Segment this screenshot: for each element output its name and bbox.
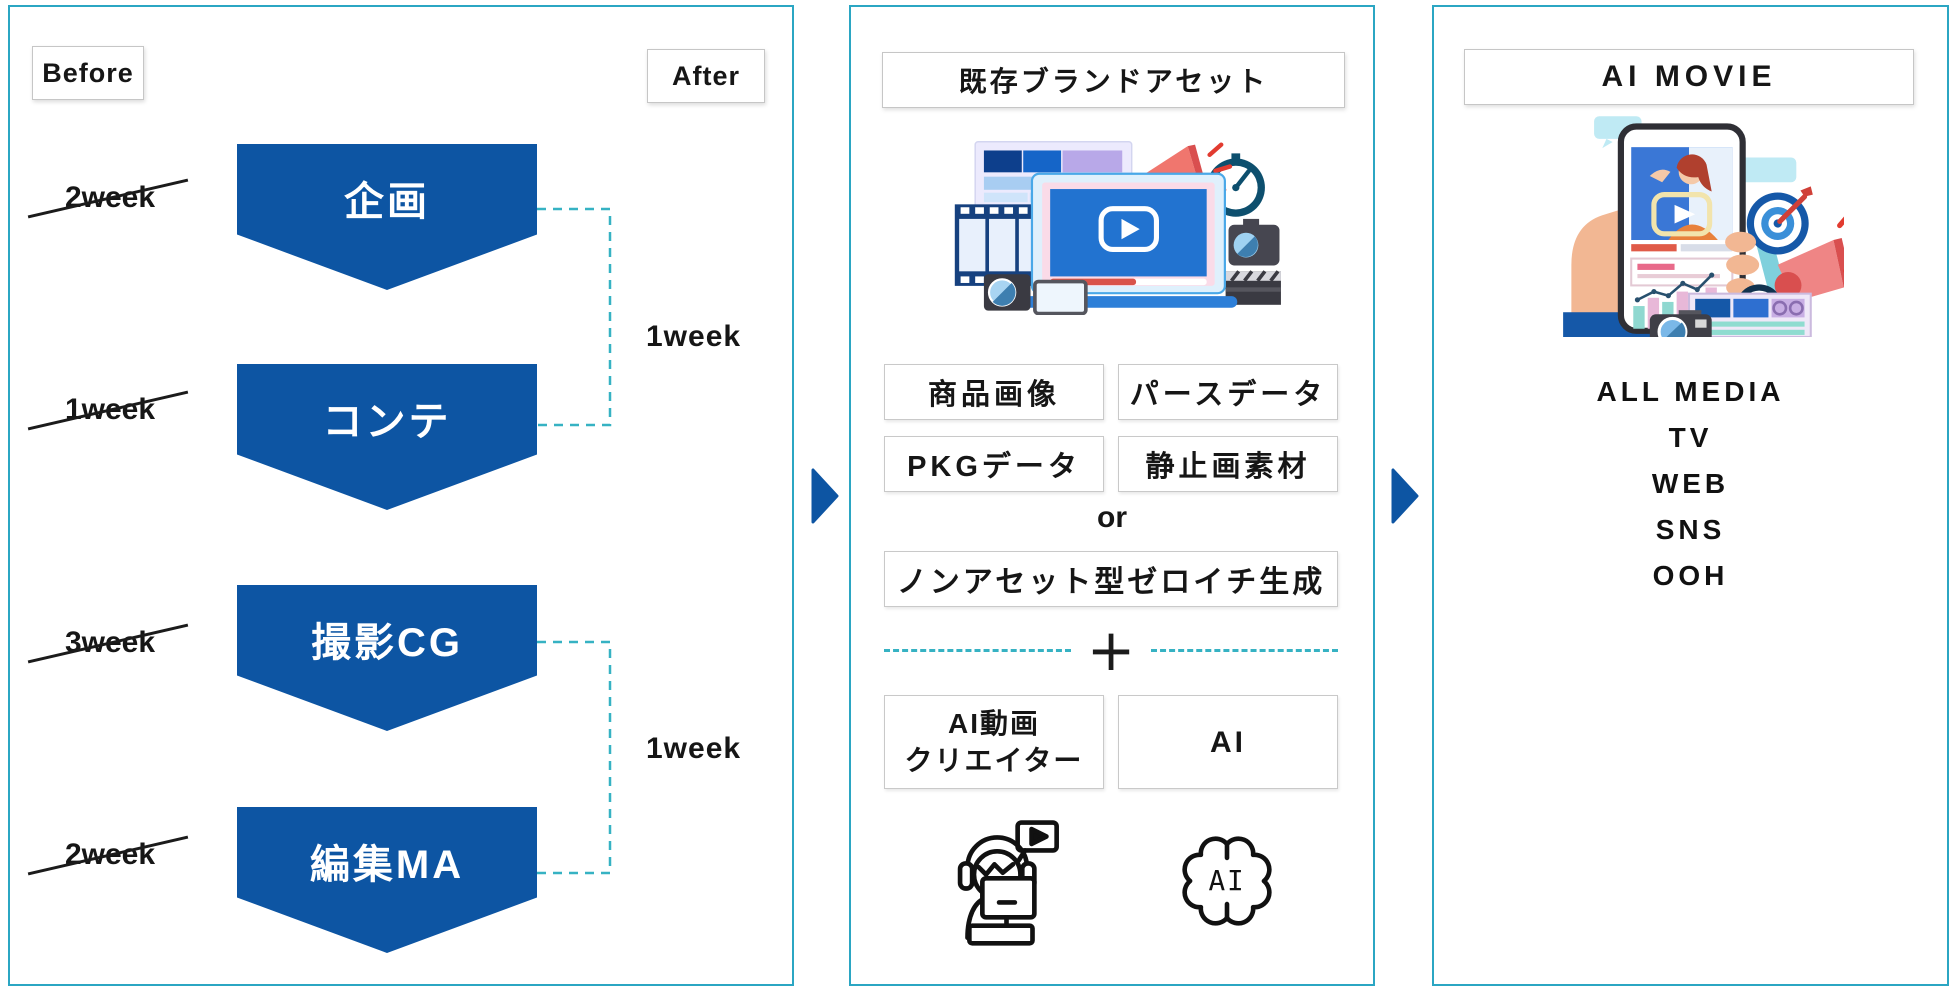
step-label: 編集MA (309, 843, 465, 887)
ai-video-creator-box: AI動画 クリエイター (884, 695, 1104, 789)
brand-assets-panel: 既存ブランドアセット (849, 5, 1375, 986)
video-creator-icon (957, 820, 1059, 946)
megaphone-icon (1774, 216, 1844, 302)
camera-icon (1649, 310, 1712, 337)
compact-camera-icon (983, 274, 1031, 311)
asset-box-perspective-data: パースデータ (1118, 364, 1338, 420)
ai-movie-header-box: AI MOVIE (1464, 49, 1914, 105)
tablet-icon (1033, 279, 1088, 315)
step-chevron-editing-ma: 編集MA (237, 807, 537, 953)
media-item-all-media: ALL MEDIA (1596, 376, 1785, 407)
camera-icon (1228, 218, 1280, 266)
old-duration-strikethrough: 2week (40, 181, 180, 215)
non-asset-generation-box: ノンアセット型ゼロイチ生成 (884, 551, 1338, 607)
after-label: After (671, 60, 740, 91)
finger (1726, 254, 1760, 276)
media-item-ooh: OOH (1652, 560, 1729, 591)
media-list: ALL MEDIA TV WEB SNS OOH (1434, 369, 1947, 599)
old-duration-strikethrough: 1week (40, 393, 180, 427)
step-label: コンテ (322, 400, 452, 444)
asset-box-pkg-data: PKGデータ (884, 436, 1104, 492)
step-chevron-storyboard: コンテ (237, 364, 537, 510)
media-item-web: WEB (1651, 468, 1730, 499)
webpage-card-icon (1687, 292, 1812, 337)
step-chevron-planning: 企画 (237, 144, 537, 290)
step-label: 撮影CG (311, 621, 463, 665)
media-item-sns: SNS (1655, 514, 1726, 545)
brand-assets-illustration (954, 141, 1281, 315)
brand-assets-header-box: 既存ブランドアセット (882, 52, 1345, 108)
old-duration-strikethrough: 3week (40, 626, 180, 660)
ai-box: AI (1118, 695, 1338, 789)
or-label: or (1097, 501, 1127, 534)
dashed-line (1151, 648, 1339, 652)
asset-box-product-image: 商品画像 (884, 364, 1104, 420)
step-label: 企画 (344, 180, 430, 224)
flow-arrow-icon (811, 468, 839, 524)
old-duration-strikethrough: 2week (40, 838, 180, 872)
video-player-icon (1030, 172, 1226, 295)
ai-movie-illustration (1563, 116, 1844, 337)
before-label: Before (42, 57, 134, 88)
finger (1725, 231, 1757, 253)
clapperboard-icon (1225, 270, 1281, 305)
plus-divider: + (884, 616, 1339, 684)
ai-brain-icon: AI (1182, 836, 1272, 926)
before-label-box: Before (32, 46, 144, 100)
step-chevron-shooting-cg: 撮影CG (237, 585, 537, 731)
brand-assets-header: 既存ブランドアセット (958, 66, 1269, 97)
after-label-box: After (647, 49, 765, 103)
asset-box-still-image: 静止画素材 (1118, 436, 1338, 492)
brain-ai-text: AI (1208, 864, 1245, 897)
ai-movie-header: AI MOVIE (1601, 60, 1777, 93)
bracket-1 (537, 207, 612, 427)
new-duration-label: 1week (646, 732, 742, 765)
speech-bubble-icon (1736, 157, 1797, 183)
media-item-tv: TV (1668, 422, 1713, 453)
smartphone-icon (1617, 123, 1746, 334)
flow-arrow-icon (1391, 468, 1419, 524)
before-after-panel: Before After 企画 コンテ 撮影CG 編集MA 2week 1wee… (8, 5, 794, 986)
plus-sign: + (1086, 616, 1136, 684)
bracket-2 (537, 640, 612, 875)
new-duration-label: 1week (646, 320, 742, 353)
ai-movie-panel: AI MOVIE (1432, 5, 1949, 986)
dashed-line (884, 648, 1071, 652)
target-icon (1746, 186, 1813, 255)
